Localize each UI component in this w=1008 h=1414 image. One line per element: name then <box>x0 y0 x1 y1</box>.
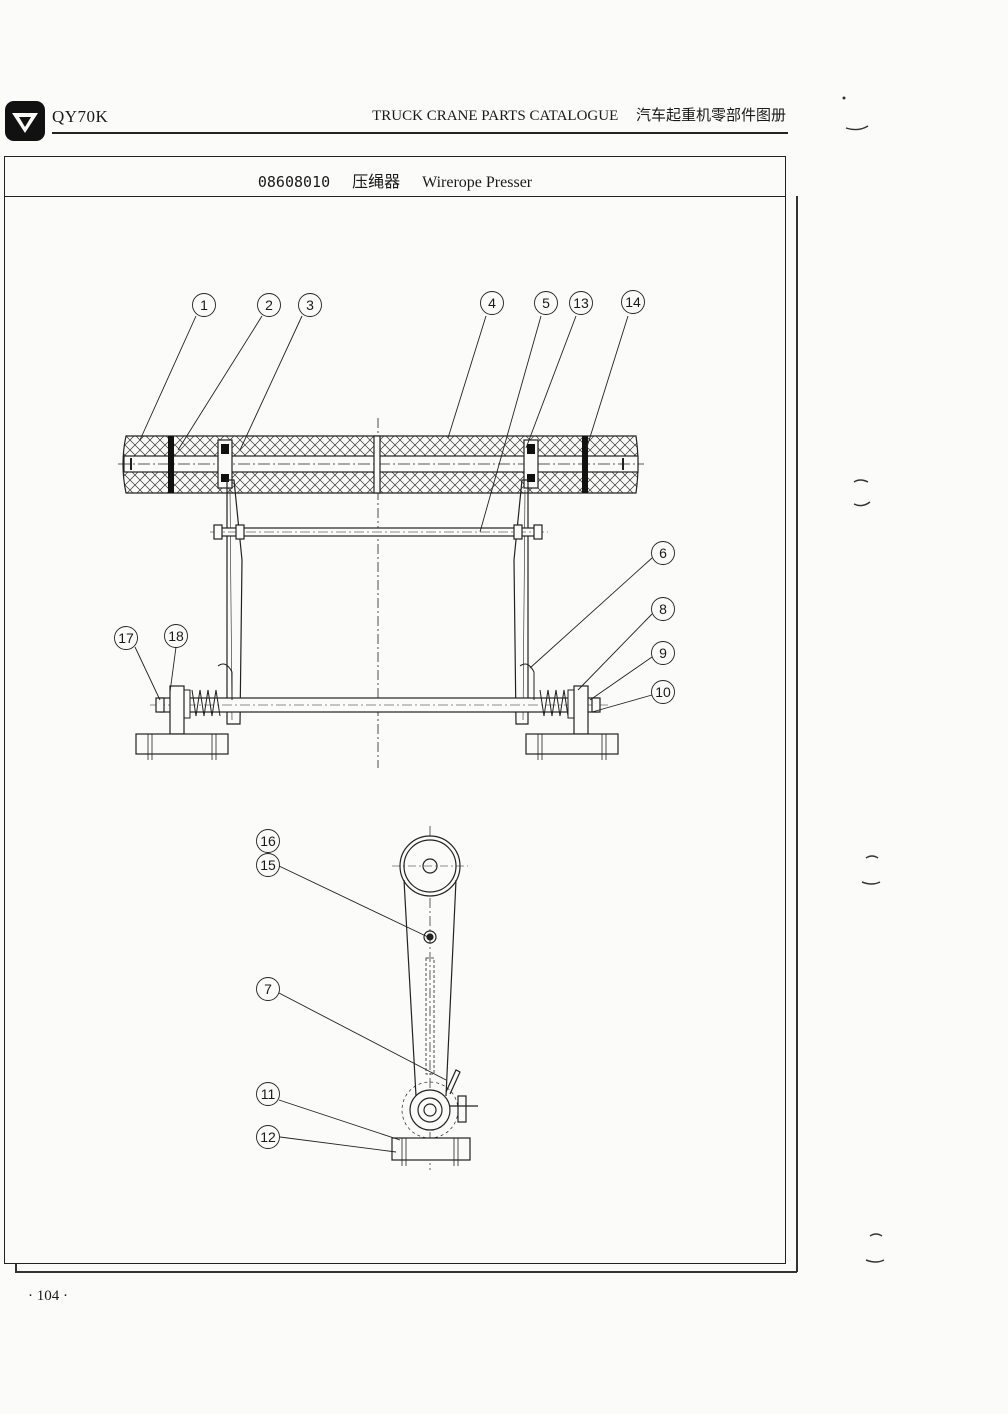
callout-17: 17 <box>118 630 134 646</box>
right-end-nut <box>591 697 601 713</box>
callout-11: 11 <box>261 1086 276 1102</box>
scan-mark <box>861 855 881 885</box>
left-arm <box>226 479 243 725</box>
catalogue-title-en: TRUCK CRANE PARTS CATALOGUE <box>372 108 619 124</box>
part-code: 08608010 <box>257 173 331 191</box>
callout-10: 10 <box>655 684 671 700</box>
left-bracket <box>135 685 229 760</box>
tie-rod <box>210 524 548 540</box>
drawing-title: 08608010 压绳器 Wirerope Presser <box>4 168 786 192</box>
xcmg-logo <box>5 101 45 141</box>
frame-shadow <box>796 196 798 1272</box>
title-divider <box>4 196 786 197</box>
callout-14: 14 <box>625 294 641 310</box>
scan-mark <box>853 479 871 507</box>
header-rule <box>52 132 788 134</box>
model-name: QY70K <box>52 107 109 126</box>
callout-4: 4 <box>488 295 496 311</box>
frame-shadow <box>15 1271 797 1273</box>
left-end-nut <box>155 697 165 713</box>
callout-7: 7 <box>264 981 272 997</box>
callout-6: 6 <box>659 545 667 561</box>
catalogue-title: TRUCK CRANE PARTS CATALOGUE 汽车起重机零部件图册 <box>372 104 786 125</box>
right-bracket <box>525 685 619 760</box>
page-number: · 104 · <box>28 1288 68 1304</box>
callouts: 1 2 3 4 5 13 14 6 8 9 10 17 18 16 15 7 1… <box>114 290 675 1153</box>
callout-15: 15 <box>260 857 276 873</box>
callout-13: 13 <box>573 295 589 311</box>
callout-3: 3 <box>306 297 314 313</box>
part-name-cn: 压绳器 <box>352 172 401 191</box>
frame-shadow <box>15 1264 17 1272</box>
callout-8: 8 <box>659 601 667 617</box>
scan-mark <box>865 1233 885 1263</box>
rubber-roller <box>118 435 644 494</box>
front-view <box>118 418 644 768</box>
catalogue-title-cn: 汽车起重机零部件图册 <box>635 106 786 124</box>
callout-12: 12 <box>260 1129 276 1145</box>
callout-5: 5 <box>542 295 550 311</box>
callout-2: 2 <box>265 297 273 313</box>
drawing-frame <box>4 156 786 1264</box>
callout-18: 18 <box>168 628 184 644</box>
callout-1: 1 <box>200 297 208 313</box>
callout-9: 9 <box>659 645 667 661</box>
callout-16: 16 <box>260 833 276 849</box>
right-arm <box>513 479 529 725</box>
side-view <box>391 826 478 1170</box>
scan-mark <box>842 96 869 131</box>
part-name-en: Wirerope Presser <box>422 174 533 191</box>
